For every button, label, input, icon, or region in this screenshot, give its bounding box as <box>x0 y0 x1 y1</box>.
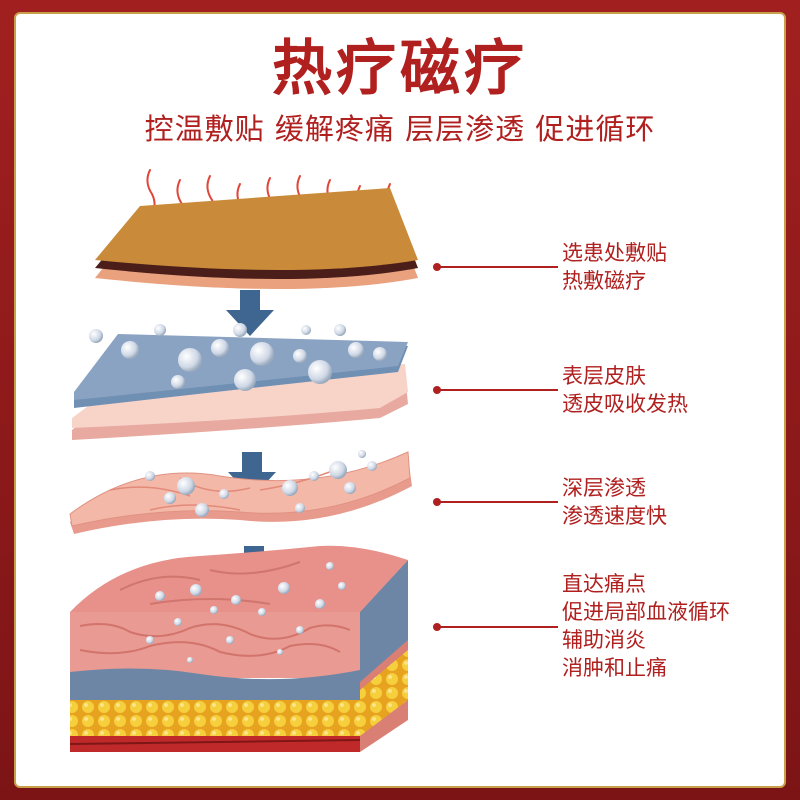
callout-line <box>436 501 558 503</box>
bubbles-layer-3 <box>146 562 346 663</box>
callout-line-2: 透皮吸收发热 <box>562 392 688 416</box>
callout-line-3: 辅助消炎 <box>562 628 646 652</box>
callout-line <box>436 626 558 628</box>
callout-line-1: 表层皮肤 <box>562 364 646 388</box>
callout-pain-point: 直达痛点 促进局部血液循环 辅助消炎 消肿和止痛 <box>562 570 730 682</box>
bubbles-layer-2 <box>145 450 377 517</box>
callout-line <box>436 266 558 268</box>
tissue-block <box>69 545 408 752</box>
callout-line-1: 选患处敷贴 <box>562 241 667 265</box>
deep-skin-layer <box>69 451 412 534</box>
callout-line <box>436 389 558 391</box>
page-subtitle: 控温敷贴 缓解疼痛 层层渗透 促进循环 <box>144 112 656 146</box>
page-title: 热疗磁疗 <box>272 34 528 104</box>
patch-layer <box>95 188 418 289</box>
callout-line-1: 深层渗透 <box>562 476 646 500</box>
bubbles-layer-1 <box>89 323 387 391</box>
callout-line-2: 促进局部血液循环 <box>562 600 730 624</box>
callout-line-2: 热敷磁疗 <box>562 269 646 293</box>
down-arrow-icon <box>226 290 274 336</box>
callout-line-4: 消肿和止痛 <box>562 656 667 680</box>
callout-deep-layer: 深层渗透 渗透速度快 <box>562 474 667 530</box>
callout-line-2: 渗透速度快 <box>562 504 667 528</box>
callout-patch: 选患处敷贴 热敷磁疗 <box>562 239 667 295</box>
callout-line-1: 直达痛点 <box>562 572 646 596</box>
callout-surface-skin: 表层皮肤 透皮吸收发热 <box>562 362 688 418</box>
